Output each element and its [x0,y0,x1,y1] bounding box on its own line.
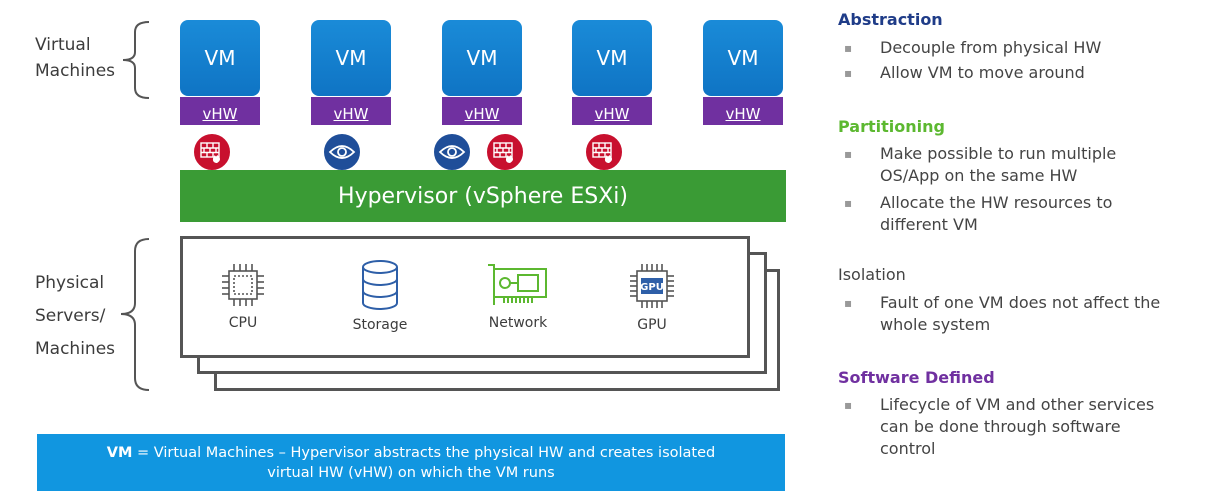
bullet-marker: ▪ [844,398,853,412]
network-label: Network [488,315,548,331]
gpu-chip-label: GPU [640,282,664,293]
vhw-label: vHW [725,105,761,123]
vm-label: VM [335,46,367,70]
bullet-marker: ▪ [844,296,853,310]
bullet-marker: ▪ [844,196,853,210]
physical-servers-label: Physical Servers/ Machines [35,273,116,359]
gpu-component: GPU GPU [617,261,687,333]
vm-label: VM [727,46,759,70]
firewall-icon [192,132,232,172]
firewall-icon [485,132,525,172]
vhw-label: vHW [464,105,500,123]
virtual-machines-brace [122,21,150,99]
vm-tile: VM [703,20,783,96]
server-card-front: CPU Storage Network [180,236,750,358]
vm-definition-caption: VM = Virtual Machines – Hypervisor abstr… [37,434,785,491]
vhw-bar: vHW [703,97,783,125]
vhw-label: vHW [202,105,238,123]
cpu-icon [222,264,264,306]
caption-text: = Virtual Machines – Hypervisor abstract… [132,445,716,461]
physical-machines-brace [120,238,150,391]
gpu-icon: GPU [630,264,674,308]
vm-tile: VM [311,20,391,96]
cpu-label: CPU [228,315,258,331]
bullet-text: Decouple from physical HW [880,38,1102,57]
bullet-text: Make possible to run multiple OS/App on … [880,144,1117,185]
bullet-marker: ▪ [844,66,853,80]
bullet-marker: ▪ [844,41,853,55]
vm-tile: VM [442,20,522,96]
storage-icon [362,260,398,310]
cpu-component: CPU [208,261,278,331]
hypervisor-label: Hypervisor (vSphere ESXi) [338,183,628,209]
firewall-icon [584,132,624,172]
storage-label: Storage [352,317,408,333]
caption-line-1: VM = Virtual Machines – Hypervisor abstr… [37,443,785,463]
vhw-bar: vHW [180,97,260,125]
eye-icon [322,132,362,172]
gpu-label: GPU [637,317,667,333]
vm-label: VM [204,46,236,70]
section-title-partitioning: Partitioning [838,117,945,136]
vm-label: VM [596,46,628,70]
vhw-bar: vHW [311,97,391,125]
section-title-abstraction: Abstraction [838,10,943,29]
vhw-bar: vHW [572,97,652,125]
vhw-label: vHW [594,105,630,123]
virtual-machines-label: Virtual Machines [35,35,116,81]
caption-bold: VM [106,445,133,461]
vhw-label: vHW [333,105,369,123]
bullet-marker: ▪ [844,147,853,161]
eye-icon [432,132,472,172]
vhw-bar: vHW [442,97,522,125]
storage-component: Storage [340,259,420,333]
bullet-text: Fault of one VM does not affect the whol… [880,293,1161,334]
bullet-text: Allow VM to move around [880,63,1085,82]
vm-label: VM [466,46,498,70]
network-card-icon [488,264,547,305]
section-title-software-defined: Software Defined [838,368,995,387]
section-title-isolation: Isolation [838,265,906,284]
caption-line-2: virtual HW (vHW) on which the VM runs [267,465,555,481]
bullet-text: Allocate the HW resources to different V… [880,193,1113,234]
network-component: Network [473,261,563,331]
hypervisor-bar: Hypervisor (vSphere ESXi) [180,170,786,222]
vm-tile: VM [180,20,260,96]
vm-tile: VM [572,20,652,96]
bullet-text: Lifecycle of VM and other services can b… [880,395,1155,458]
